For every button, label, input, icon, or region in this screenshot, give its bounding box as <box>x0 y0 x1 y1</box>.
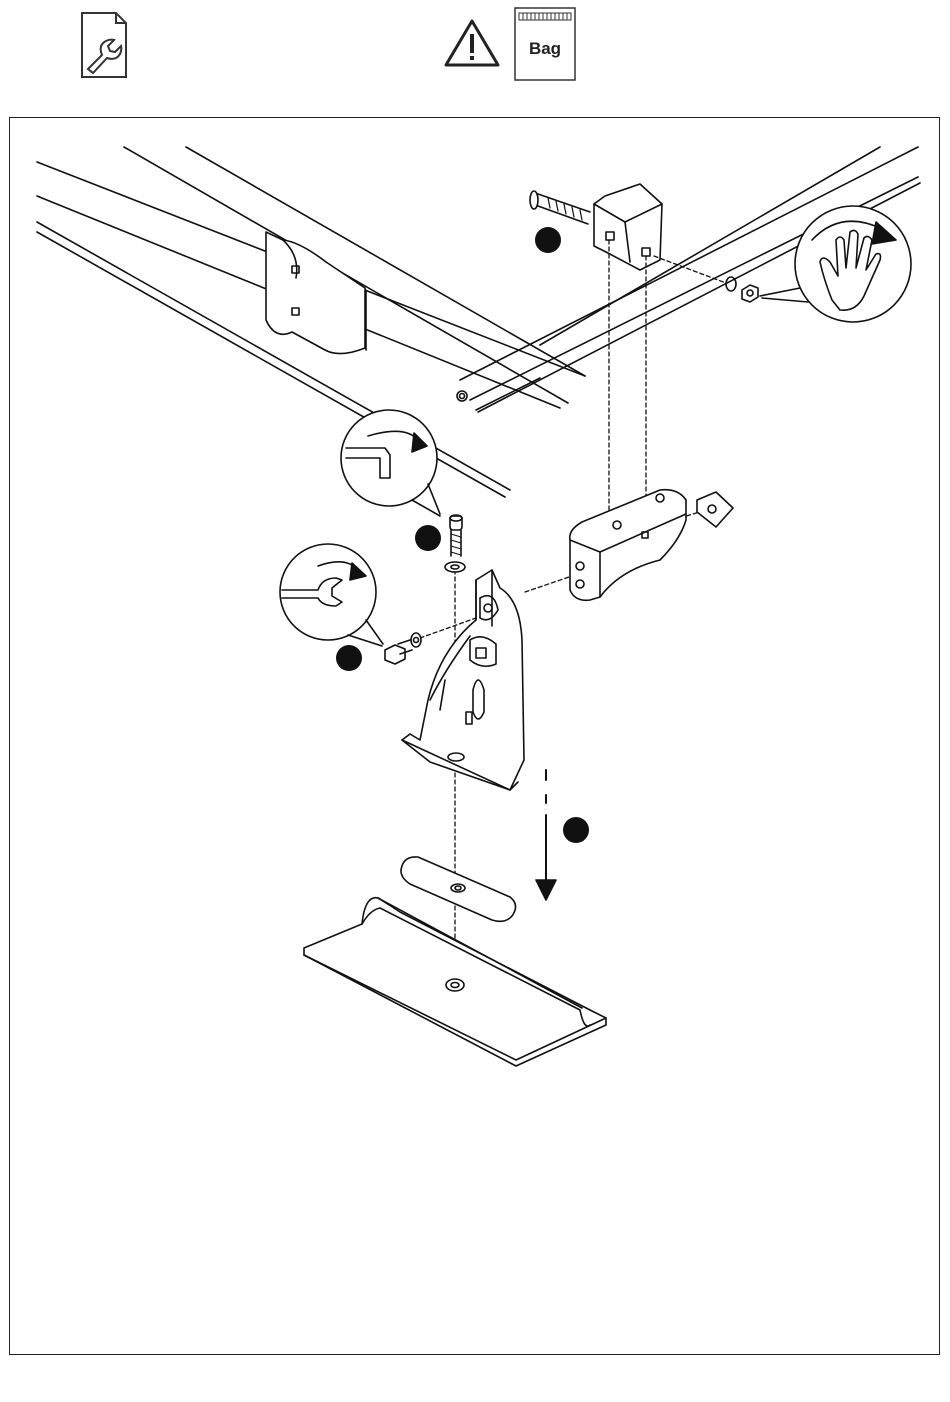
step-4-marker <box>563 817 589 843</box>
foot-bracket <box>402 570 524 790</box>
hex-key-icon <box>341 410 440 516</box>
socket-screw <box>445 515 465 572</box>
down-arrow <box>536 770 556 900</box>
rail-fitting <box>266 232 366 354</box>
step-2-marker <box>415 525 441 551</box>
open-wrench-icon <box>280 544 383 646</box>
hex-bolt <box>385 633 421 664</box>
hand-tighten-icon <box>760 206 911 322</box>
rubber-pad <box>401 857 516 921</box>
end-cap <box>594 184 662 270</box>
step-3-marker <box>336 645 362 671</box>
adapter-block <box>570 490 686 601</box>
step-1-marker <box>535 227 561 253</box>
square-nut <box>697 492 733 527</box>
long-bolt <box>530 191 590 224</box>
